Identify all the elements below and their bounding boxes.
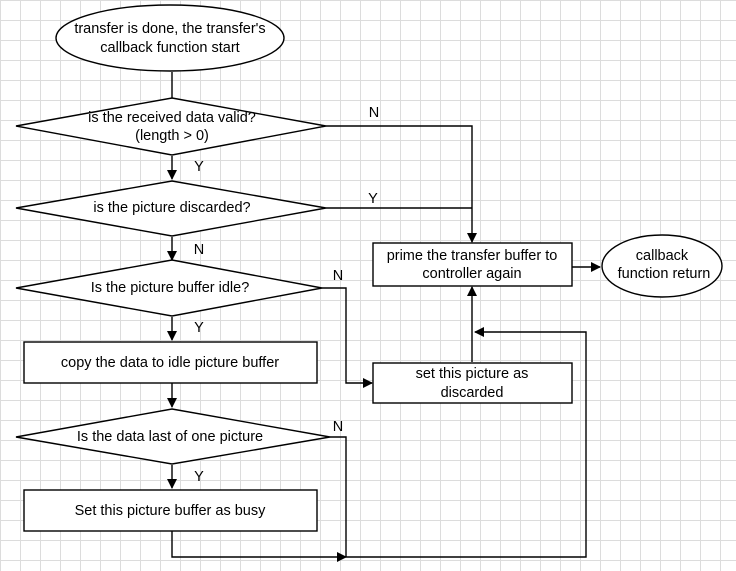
edge-loop-back-to-prime — [346, 327, 587, 558]
edge-busy-to-loop — [171, 531, 347, 562]
start-node-line-1: transfer is done, the transfer's — [74, 21, 265, 37]
end-node: callback function return — [601, 234, 723, 298]
label-discarded-no: N — [194, 242, 204, 258]
decision-buffer-idle-label: Is the picture buffer idle? — [91, 280, 250, 296]
label-idle-no: N — [333, 268, 343, 284]
label-last-yes: Y — [194, 469, 204, 485]
decision-data-valid-line-1: is the received data valid? — [88, 110, 256, 126]
end-node-line-2: function return — [618, 266, 711, 282]
edge-labels: N Y Y N N Y N Y — [194, 105, 379, 485]
edge-valid-no — [326, 125, 477, 243]
process-set-discarded-line-2: discarded — [441, 385, 504, 401]
process-copy-data: copy the data to idle picture buffer — [23, 341, 318, 384]
decision-data-last-label: Is the data last of one picture — [77, 429, 263, 445]
label-idle-yes: Y — [194, 320, 204, 336]
process-prime-buffer-line-2: controller again — [422, 266, 521, 282]
edge-last-no — [330, 436, 347, 557]
process-set-discarded-line-1: set this picture as — [416, 366, 529, 382]
decision-data-valid-line-2: (length > 0) — [135, 128, 209, 144]
decision-picture-discarded-label: is the picture discarded? — [93, 200, 250, 216]
start-node-line-2: callback function start — [100, 40, 239, 56]
start-node: transfer is done, the transfer's callbac… — [55, 4, 285, 72]
label-discarded-yes: Y — [368, 191, 378, 207]
label-last-no: N — [333, 419, 343, 435]
decision-data-last: Is the data last of one picture — [15, 408, 331, 465]
end-node-line-1: callback — [636, 248, 689, 264]
edge-idle-no — [322, 287, 373, 388]
label-valid-no: N — [369, 105, 379, 121]
process-set-discarded: set this picture as discarded — [372, 362, 573, 404]
process-prime-buffer: prime the transfer buffer to controller … — [372, 242, 573, 287]
decision-data-valid: is the received data valid? (length > 0) — [15, 97, 327, 156]
process-set-busy: Set this picture buffer as busy — [23, 489, 318, 532]
decision-picture-discarded: is the picture discarded? — [15, 180, 327, 237]
decision-buffer-idle: Is the picture buffer idle? — [15, 259, 323, 317]
process-copy-data-label: copy the data to idle picture buffer — [61, 355, 279, 371]
process-set-busy-label: Set this picture buffer as busy — [75, 503, 267, 519]
process-prime-buffer-line-1: prime the transfer buffer to — [387, 248, 558, 264]
label-valid-yes: Y — [194, 159, 204, 175]
edges — [167, 72, 601, 562]
